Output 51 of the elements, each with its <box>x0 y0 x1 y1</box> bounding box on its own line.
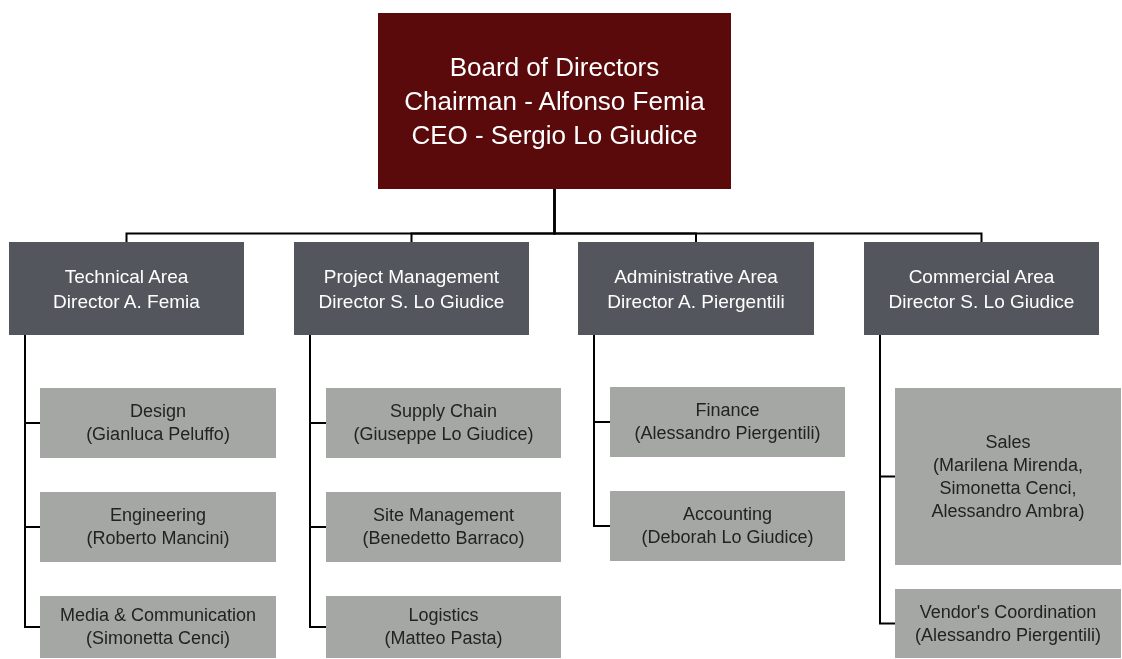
box-subtitle: (Matteo Pasta) <box>384 627 503 650</box>
box-subtitle: (Giuseppe Lo Giudice) <box>353 423 534 446</box>
box-subtitle: (Benedetto Barraco) <box>362 527 525 550</box>
box-title: Engineering <box>109 504 207 527</box>
unit-box <box>895 388 1121 565</box>
box-title: Administrative Area <box>614 264 778 289</box>
box-title: Technical Area <box>64 264 189 289</box>
box-subtitle: Director S. Lo Giudice <box>318 289 505 314</box>
connector-line <box>309 334 327 628</box>
unit-box <box>610 387 845 457</box>
connector-line <box>553 188 983 243</box>
unit-box <box>895 589 1121 658</box>
box-subtitle: Director A. Femia <box>53 289 200 314</box>
unit-box <box>40 492 276 562</box>
box-subtitle: (Simonetta Cenci) <box>85 627 231 650</box>
box-subtitle: Director S. Lo Giudice <box>888 289 1075 314</box>
box-title: Sales <box>985 430 1031 454</box>
unit-box <box>326 492 561 562</box>
box-subtitle: (Deborah Lo Giudice) <box>641 526 814 549</box>
box-subtitle: Director A. Piergentili <box>607 289 785 314</box>
box-title: Media & Communication <box>59 604 257 627</box>
box-subtitle: CEO - Sergio Lo Giudice <box>411 119 698 152</box>
area-box <box>9 242 244 335</box>
unit-box <box>326 388 561 458</box>
area-box <box>578 242 814 335</box>
box-title: Board of Directors <box>449 51 660 84</box>
connector-line <box>879 334 896 625</box>
unit-box <box>610 491 845 561</box>
box-subtitle: Chairman - Alfonso Femia <box>404 85 705 118</box>
box-title: Finance <box>695 399 760 422</box>
unit-box <box>40 388 276 458</box>
box-subtitle: (Roberto Mancini) <box>86 527 230 550</box>
area-box <box>294 242 529 335</box>
box-subtitle: (Alessandro Piergentili) <box>634 422 821 445</box>
box-title: Site Management <box>372 504 515 527</box>
box-title: Accounting <box>682 503 773 526</box>
board-box <box>378 13 731 189</box>
box-subtitle: (Gianluca Peluffo) <box>86 423 230 446</box>
box-title: Project Management <box>323 264 500 289</box>
box-title: Commercial Area <box>908 264 1055 289</box>
area-box <box>864 242 1099 335</box>
box-subtitle: (Marilena Mirenda, Simonetta Cenci, Alessandro Ambra) <box>930 453 1086 523</box>
box-subtitle: (Alessandro Piergentili) <box>914 623 1102 647</box>
box-title: Design <box>130 400 186 423</box>
connector-line <box>24 334 41 628</box>
unit-box <box>40 596 276 658</box>
box-title: Vendor's Coordination <box>919 600 1097 624</box>
unit-box <box>326 596 561 658</box>
box-title: Logistics <box>408 604 479 627</box>
connector-line <box>593 334 611 527</box>
box-title: Supply Chain <box>389 400 498 423</box>
